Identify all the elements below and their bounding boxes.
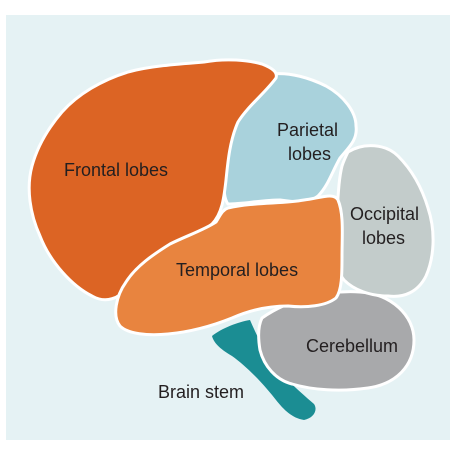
cerebellum-label: Cerebellum <box>306 336 398 356</box>
brain-stem-label: Brain stem <box>158 382 244 402</box>
frontal-lobes-label: Frontal lobes <box>64 160 168 180</box>
temporal-lobes-label: Temporal lobes <box>176 260 298 280</box>
